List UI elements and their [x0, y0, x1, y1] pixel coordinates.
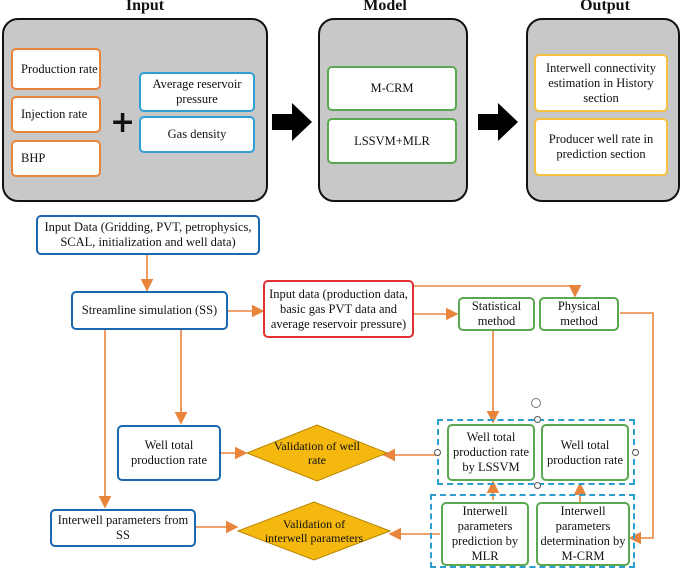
input-data-box: Input Data (Gridding, PVT, petrophysics,…	[36, 215, 260, 255]
header-output: Output	[580, 0, 630, 14]
mcrm-box: M-CRM	[327, 66, 457, 111]
header-input: Input	[125, 0, 165, 14]
validation-well-rate-label: Validation of well rate	[274, 438, 360, 467]
validation-well-rate-diamond	[245, 424, 389, 482]
plus-icon: +	[110, 105, 136, 140]
selection-handle	[534, 482, 541, 489]
well-total-lssvm-box: Well total production rate by LSSVM	[447, 424, 535, 481]
validation-interwell-diamond	[236, 501, 392, 561]
arrow-input-to-model-icon	[272, 103, 312, 141]
header-model: Model	[363, 0, 407, 14]
lssvm-mlr-box: LSSVM+MLR	[327, 118, 457, 164]
streamline-simulation-box: Streamline simulation (SS)	[71, 291, 228, 330]
arrow-model-to-output-icon	[478, 103, 518, 141]
production-rate-box: Production rate	[11, 48, 101, 90]
average-reservoir-pressure-box: Average reservoir pressure	[139, 72, 255, 112]
selection-handle	[434, 449, 441, 456]
physical-method-box: Physical method	[539, 297, 619, 331]
well-total-production-box: Well total production rate	[541, 424, 629, 481]
well-total-production-ss-box: Well total production rate	[117, 425, 221, 481]
interwell-mlr-box: Interwell parameters prediction by MLR	[441, 502, 529, 566]
injection-rate-box: Injection rate	[11, 96, 101, 133]
interwell-group-frame	[430, 494, 635, 568]
interwell-mcrm-box: Interwell parameters determination by M-…	[536, 502, 630, 566]
interwell-parameters-ss-box: Interwell parameters from SS	[50, 509, 196, 547]
statistical-method-box: Statistical method	[458, 297, 535, 331]
validation-interwell-label: Validation of interwell parameters	[264, 516, 364, 545]
bhp-box: BHP	[11, 140, 101, 177]
producer-well-rate-output-box: Producer well rate in prediction section	[534, 118, 668, 176]
selection-handle	[632, 449, 639, 456]
input-production-data-box: Input data (production data, basic gas P…	[263, 280, 414, 338]
selection-handle	[534, 416, 541, 423]
gas-density-box: Gas density	[139, 116, 255, 153]
interwell-connectivity-output-box: Interwell connectivity estimation in His…	[534, 54, 668, 112]
rotate-handle-icon	[531, 398, 541, 408]
